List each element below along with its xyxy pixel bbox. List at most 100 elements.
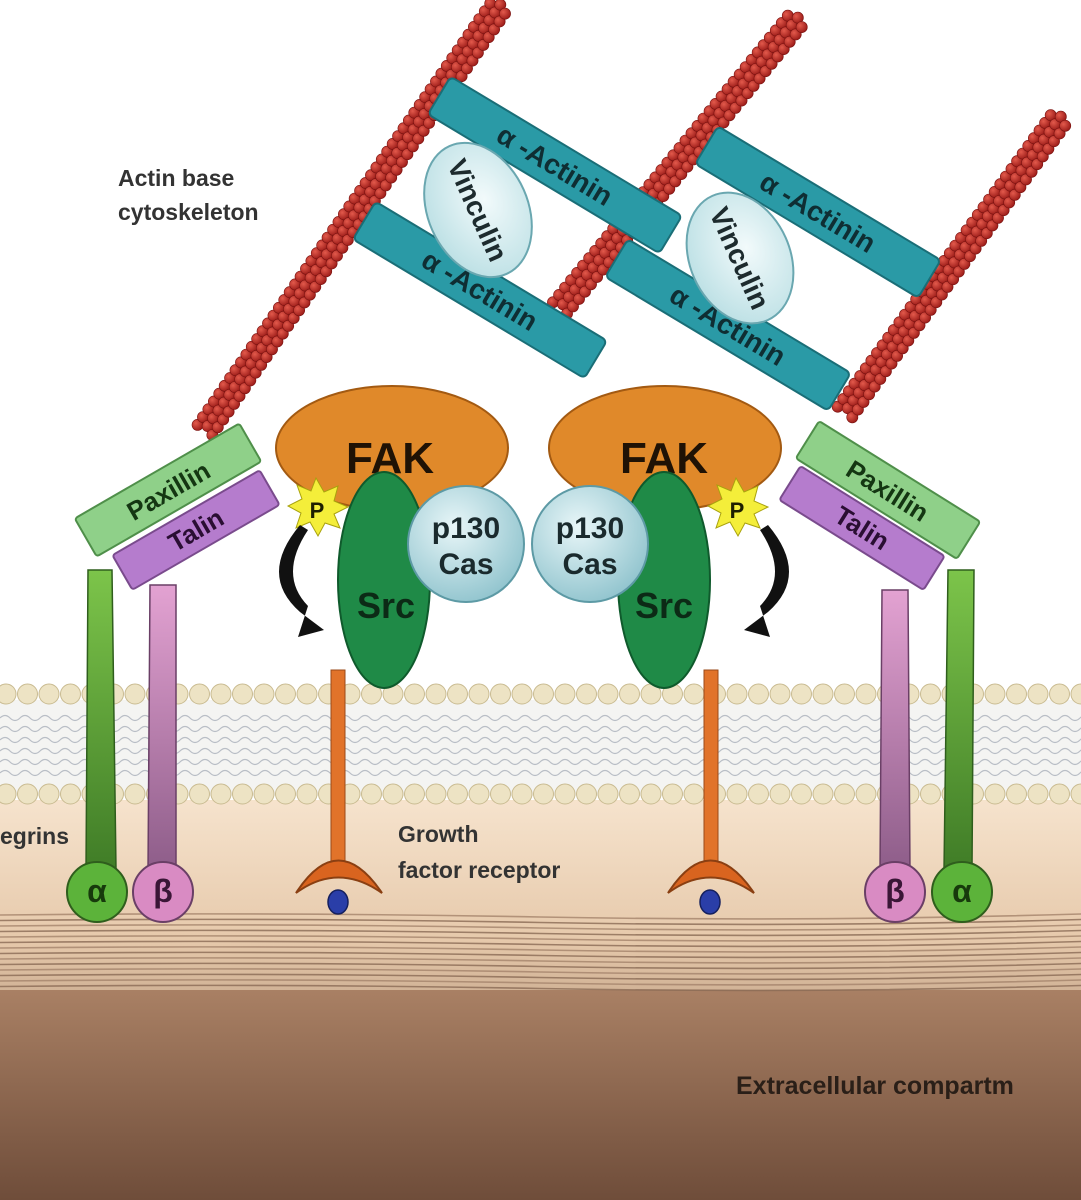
lipid-head xyxy=(554,683,576,705)
ecm-fiber xyxy=(0,929,1081,937)
lipid-head xyxy=(253,683,275,705)
curved-arrow xyxy=(279,525,324,637)
alpha-integrin-stalk xyxy=(943,569,975,881)
actin-cytoskeleton-label-line1: Actin base xyxy=(118,165,234,191)
phospho-label: P xyxy=(310,498,325,523)
cas-label: Cas xyxy=(438,548,493,581)
ecm-fiber xyxy=(0,962,1081,970)
receptor-stalk xyxy=(330,669,346,863)
lipid-head xyxy=(1006,683,1027,705)
extracellular-compartment-label: Extracellular compartm xyxy=(736,1072,1014,1100)
beta-symbol: β xyxy=(885,873,905,909)
lipid-head xyxy=(38,783,60,805)
actin-cytoskeleton-label-line2: cytoskeleton xyxy=(118,199,259,225)
ecm-fibers xyxy=(0,913,1081,992)
paxillin-block xyxy=(74,423,262,557)
ecm-fiber xyxy=(0,946,1081,953)
lipid-head xyxy=(447,783,468,805)
integrin-left: α β xyxy=(66,569,194,923)
lipid-head xyxy=(619,683,640,705)
growth-factor-receptor-label-line1: Growth xyxy=(398,821,479,847)
ecm-fiber xyxy=(0,968,1081,975)
lipid-head xyxy=(511,783,533,805)
paxillin-talin-right: Paxillin Talin xyxy=(779,421,981,590)
lipid-head xyxy=(468,683,490,705)
lipid-head xyxy=(1006,783,1027,805)
lipid-head xyxy=(984,783,1006,805)
lipid-head xyxy=(210,783,232,805)
lipid-head xyxy=(60,783,81,805)
growth-factor-receptor-left xyxy=(295,669,383,915)
alpha-integrin-head xyxy=(66,861,128,923)
alpha-integrin-head xyxy=(931,861,993,923)
vinculin-ellipse xyxy=(685,191,795,325)
lipid-head xyxy=(232,783,253,805)
lipid-head xyxy=(640,783,662,805)
lipid-head xyxy=(554,783,576,805)
src-label: Src xyxy=(635,585,693,626)
lipid-head xyxy=(834,783,855,805)
ecm-fiber xyxy=(0,940,1081,948)
lipid-head xyxy=(60,683,81,705)
lipid-head xyxy=(296,783,318,805)
p130-label: p130 xyxy=(556,512,624,545)
lipid-head xyxy=(210,683,232,705)
curved-arrow xyxy=(744,525,789,637)
deep-extracellular-band xyxy=(0,990,1081,1200)
lipid-head xyxy=(189,783,210,805)
vinculin-ellipse xyxy=(423,141,533,279)
ecm-fiber xyxy=(0,984,1081,992)
p130cas-circle xyxy=(407,485,525,603)
lipid-head xyxy=(17,683,38,705)
ligand-dot xyxy=(327,889,349,915)
lipid-head xyxy=(511,683,533,705)
p130-label: p130 xyxy=(432,512,500,545)
actin-filaments xyxy=(191,0,1072,441)
lipid-head xyxy=(855,783,877,805)
lipid-head xyxy=(619,783,640,805)
ecm-fiber xyxy=(0,957,1081,964)
lipid-head xyxy=(683,783,705,805)
ecm-fiber xyxy=(0,973,1081,981)
lipid-head xyxy=(726,783,748,805)
phospho-burst xyxy=(706,476,770,538)
lipid-head xyxy=(1070,783,1081,805)
phospho-label: P xyxy=(730,498,745,523)
cas-label: Cas xyxy=(562,548,617,581)
lipid-head xyxy=(275,683,296,705)
lipid-head xyxy=(0,783,17,805)
growth-factor-receptor-right xyxy=(667,669,755,915)
lipid-head xyxy=(468,783,490,805)
lipid-head xyxy=(490,683,511,705)
ecm-fiber xyxy=(0,979,1081,986)
fak-complex-left: FAK P Src p130 Cas xyxy=(275,385,525,689)
lipid-head xyxy=(533,783,554,805)
alpha-symbol: α xyxy=(952,873,972,909)
lipid-head xyxy=(275,783,296,805)
lipid-head xyxy=(791,783,812,805)
lipid-head xyxy=(0,683,17,705)
talin-block xyxy=(112,470,280,590)
src-label: Src xyxy=(357,585,415,626)
receptor-cup xyxy=(295,859,383,894)
beta-integrin-stalk xyxy=(147,584,177,883)
alpha-actinin-bar xyxy=(428,77,682,253)
beta-integrin-stalk xyxy=(879,589,911,883)
lipid-head xyxy=(1049,683,1070,705)
lipid-head xyxy=(662,783,683,805)
lipid-head xyxy=(253,783,275,805)
lipid-head xyxy=(855,683,877,705)
actin-bead xyxy=(499,7,511,20)
lipid-head xyxy=(1027,783,1049,805)
src-ellipse xyxy=(337,471,431,689)
lipid-head xyxy=(361,783,382,805)
lipid-head xyxy=(576,683,597,705)
alpha-actinin-bar xyxy=(696,127,940,297)
phospho-burst xyxy=(286,476,350,538)
beta-integrin-head xyxy=(132,861,194,923)
integrins-label: egrins xyxy=(0,823,69,849)
lipid-head xyxy=(769,683,791,705)
actin-filament xyxy=(191,0,511,441)
